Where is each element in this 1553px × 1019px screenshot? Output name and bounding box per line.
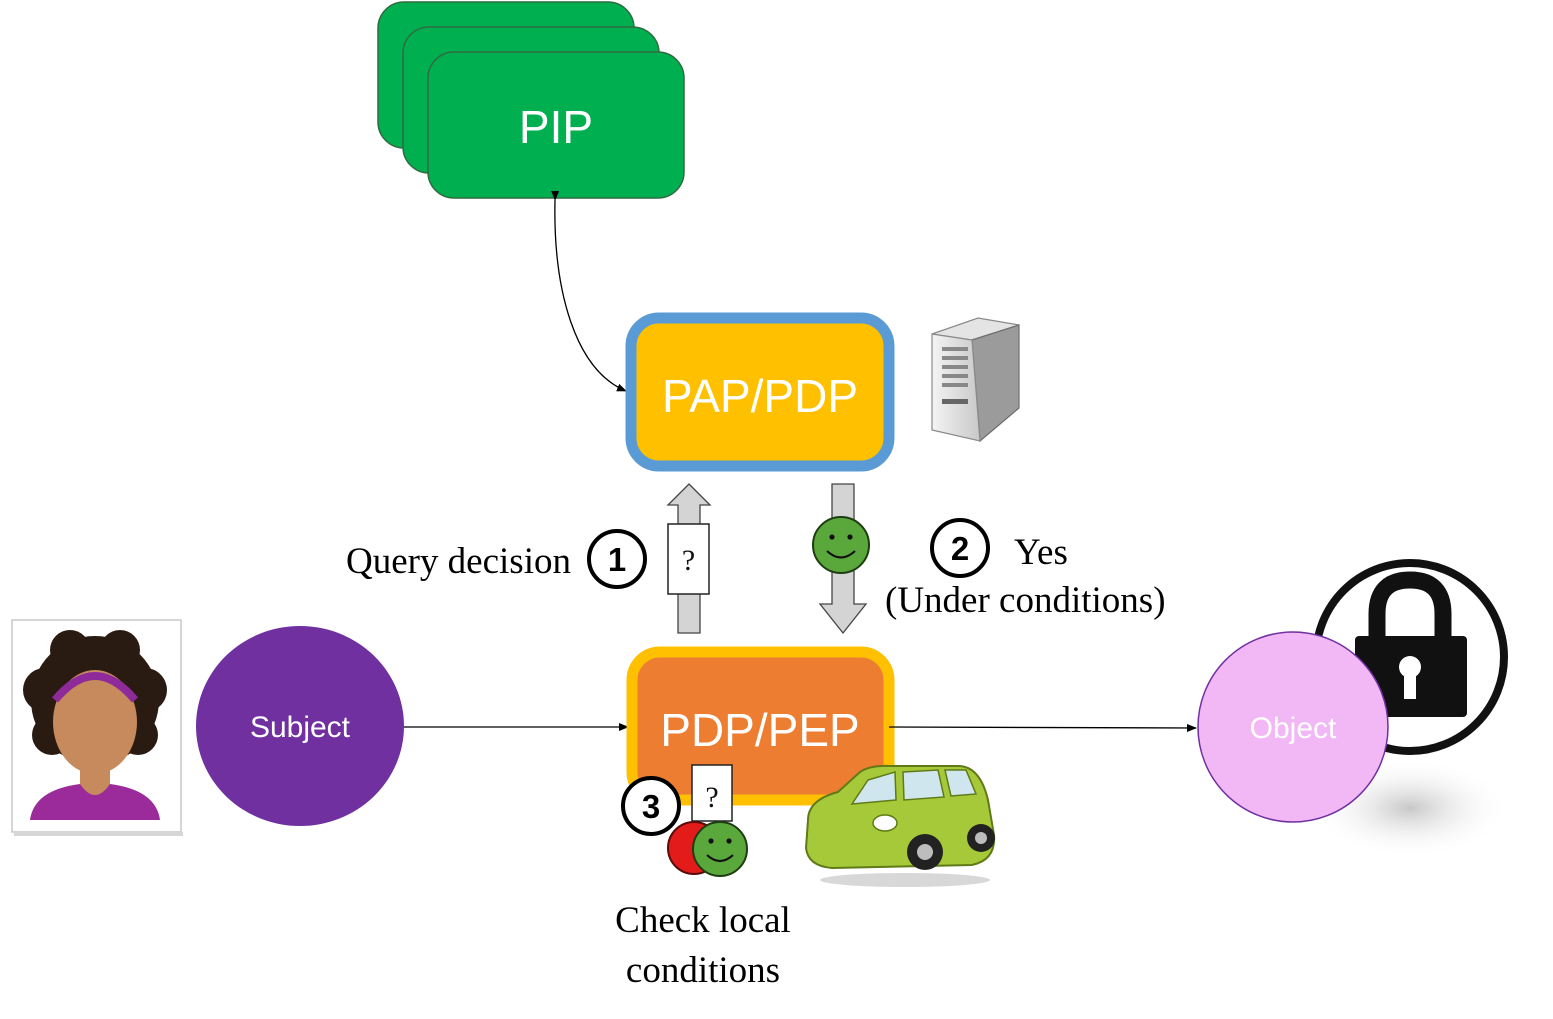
document-question-icon-2: ? [691, 764, 733, 822]
pdp-pep-label: PDP/PEP [660, 704, 859, 756]
step-2-badge [930, 518, 990, 578]
step-2-number: 2 [951, 530, 969, 567]
pap-pdp-box [625, 312, 895, 472]
car-icon [804, 764, 996, 887]
step-2: 2 Yes (Under conditions) [885, 518, 1166, 621]
step-1-number: 1 [608, 541, 626, 578]
step-3-label-line2: conditions [626, 950, 780, 991]
subject-label: Subject [250, 711, 351, 744]
step-3-label-line1: Check local [615, 900, 791, 941]
step-3-badge [621, 776, 681, 836]
question-mark-3: ? [705, 781, 718, 814]
pip-stack: PIP [377, 1, 685, 199]
pep-to-object-arrow [888, 723, 1197, 732]
smiley-icon [812, 516, 870, 574]
step-1-badge [587, 529, 647, 589]
object-circle [1197, 631, 1389, 823]
pap-pdp-node: PAP/PDP [625, 312, 895, 472]
pdp-pep-box [626, 646, 895, 806]
subject-circle [196, 626, 404, 826]
pap-pdp-label: PAP/PDP [662, 370, 858, 422]
server-icon [931, 317, 1020, 443]
step-1: Query decision 1 [346, 529, 647, 589]
pip-label: PIP [519, 101, 593, 153]
green-smiley-icon [692, 821, 748, 877]
step-2-label-line1: Yes [1014, 532, 1068, 573]
step-3-number: 3 [642, 788, 660, 825]
step-1-label: Query decision [346, 541, 571, 582]
object-node: Object [1197, 631, 1389, 823]
subject-node: Subject [196, 626, 404, 826]
pip-pap-connector [551, 190, 627, 392]
pdp-pep-node: PDP/PEP [626, 646, 895, 806]
question-mark-1: ? [682, 544, 695, 577]
person-avatar-icon [11, 619, 183, 836]
step-2-label-line2: (Under conditions) [885, 580, 1166, 621]
document-question-icon: ? [667, 523, 710, 595]
step-3: 3 ? Check local conditions [615, 764, 791, 991]
object-label: Object [1250, 712, 1337, 745]
